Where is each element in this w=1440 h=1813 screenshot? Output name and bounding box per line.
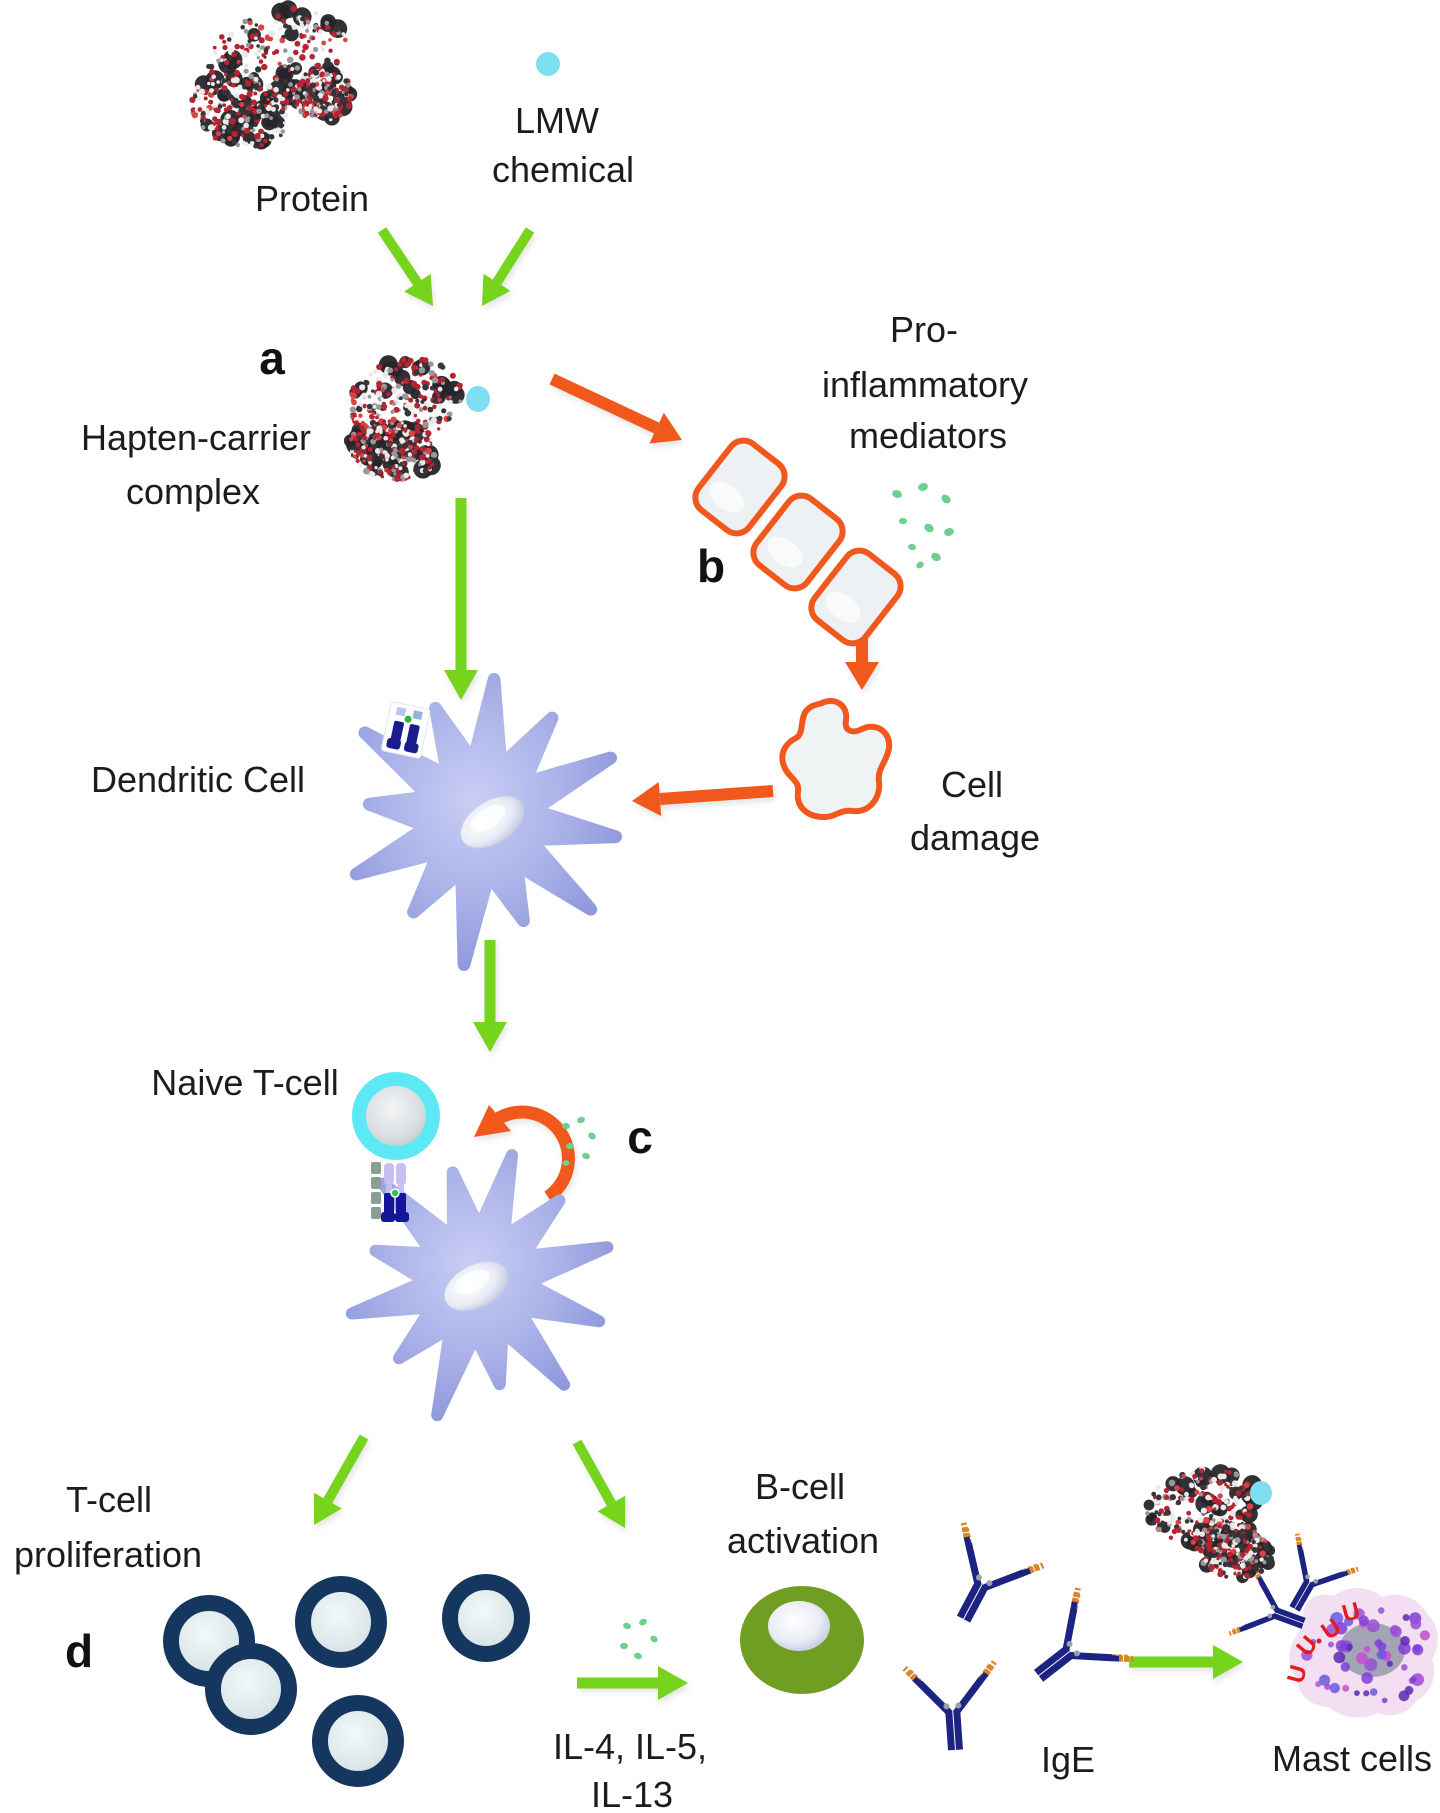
naive-t-cell [352, 1072, 440, 1160]
arrow-protein-to-hapten [377, 227, 433, 306]
mast-cell-granules [1301, 1607, 1430, 1704]
t-cell [295, 1576, 387, 1668]
step-label-a: a [259, 332, 285, 384]
ige-label: IgE [1040, 1739, 1096, 1780]
flow-arrows [313, 227, 1243, 1700]
mast-cells-label: Mast cells [1271, 1738, 1433, 1779]
t-cell-proliferation-label-line1: T-cell [65, 1479, 153, 1520]
epithelial-cells [692, 437, 904, 647]
hapten-carrier-label-line1: Hapten-carrier [80, 417, 312, 458]
damaged-cell [779, 698, 893, 821]
arrow-tcell-to-proliferation [313, 1434, 369, 1525]
mediator-dots-c [562, 1116, 596, 1166]
lmw-chemical-dot [466, 386, 490, 412]
b-cell-activation-label-line1: B-cell [754, 1466, 846, 1507]
proliferating-t-cells [163, 1574, 530, 1787]
arrow-tcell-to-bcell-path [572, 1439, 626, 1528]
lmw-chemical-label-line1: LMW [515, 100, 599, 141]
mhc-receptor-icon [381, 701, 431, 759]
epithelial-cell [808, 547, 904, 647]
dendritic-cell-2-nucleus [443, 1261, 509, 1311]
mediator-dots-b [892, 483, 954, 569]
protein-molecule-allergen [1143, 1464, 1276, 1584]
arrow-hapten-to-dendritic [444, 498, 478, 700]
fc-receptor-icon: U [1282, 1662, 1313, 1686]
interleukins-label-line1: IL-4, IL-5, [552, 1726, 708, 1767]
naive-t-cell-label: Naive T-cell [151, 1062, 339, 1103]
pro-inflammatory-label-line1: Pro- [889, 309, 959, 350]
epithelial-cell [692, 437, 788, 537]
mast-cell [1289, 1588, 1438, 1718]
arrow-interleukins-to-bcell [577, 1666, 688, 1700]
step-label-b: b [696, 540, 726, 592]
dendritic-cell-1-nucleus [459, 795, 525, 849]
cell-damage-label-line1: Cell [940, 764, 1004, 805]
mediator-feedback-arrow [474, 1105, 575, 1203]
protein-label: Protein [254, 178, 370, 219]
pro-inflammatory-label-line3: mediators [848, 415, 1008, 456]
dendritic-cell-label: Dendritic Cell [90, 759, 306, 800]
arrow-ige-to-mast [1129, 1645, 1243, 1679]
pro-inflammatory-label-line2: inflammatory [821, 364, 1029, 405]
ige-antibody-icon [905, 1662, 1001, 1753]
lmw-chemical-label-line2: chemical [491, 149, 635, 190]
ige-antibodies [905, 1523, 1358, 1753]
t-cell [442, 1574, 530, 1662]
protein-molecule [189, 0, 358, 150]
arrow-lmw-to-hapten [482, 227, 535, 306]
interleukin-dots [620, 1618, 658, 1660]
b-cell-activation-label-line2: activation [726, 1520, 880, 1561]
hapten-carrier-complex-molecule [343, 355, 465, 482]
step-label-c: c [627, 1111, 653, 1163]
interleukins-label-line2: IL-13 [590, 1774, 674, 1813]
ige-antibody-icon [1011, 1588, 1133, 1711]
arrow-dendritic-to-naive-t [473, 940, 507, 1052]
cell-damage-label-line2: damage [909, 817, 1041, 858]
lmw-chemical-dot [1250, 1481, 1272, 1505]
fc-receptor-icon: U [1339, 1597, 1363, 1628]
lmw-chemical-dot [536, 52, 560, 76]
t-cell-proliferation-label-line2: proliferation [13, 1534, 203, 1575]
b-cell [740, 1586, 864, 1694]
hapten-carrier-label-line2: complex [125, 471, 261, 512]
arrow-damage-to-dendritic [632, 782, 774, 816]
epithelial-cell [750, 492, 846, 592]
t-cell [205, 1643, 297, 1735]
tcr-mhc-synapse [371, 1162, 409, 1222]
lmw-chemical-dots [466, 52, 1272, 1505]
arrow-hapten-to-epithelium [549, 373, 682, 444]
ige-antibody-icon [924, 1523, 1043, 1640]
step-label-d: d [64, 1625, 94, 1677]
t-cell [312, 1695, 404, 1787]
